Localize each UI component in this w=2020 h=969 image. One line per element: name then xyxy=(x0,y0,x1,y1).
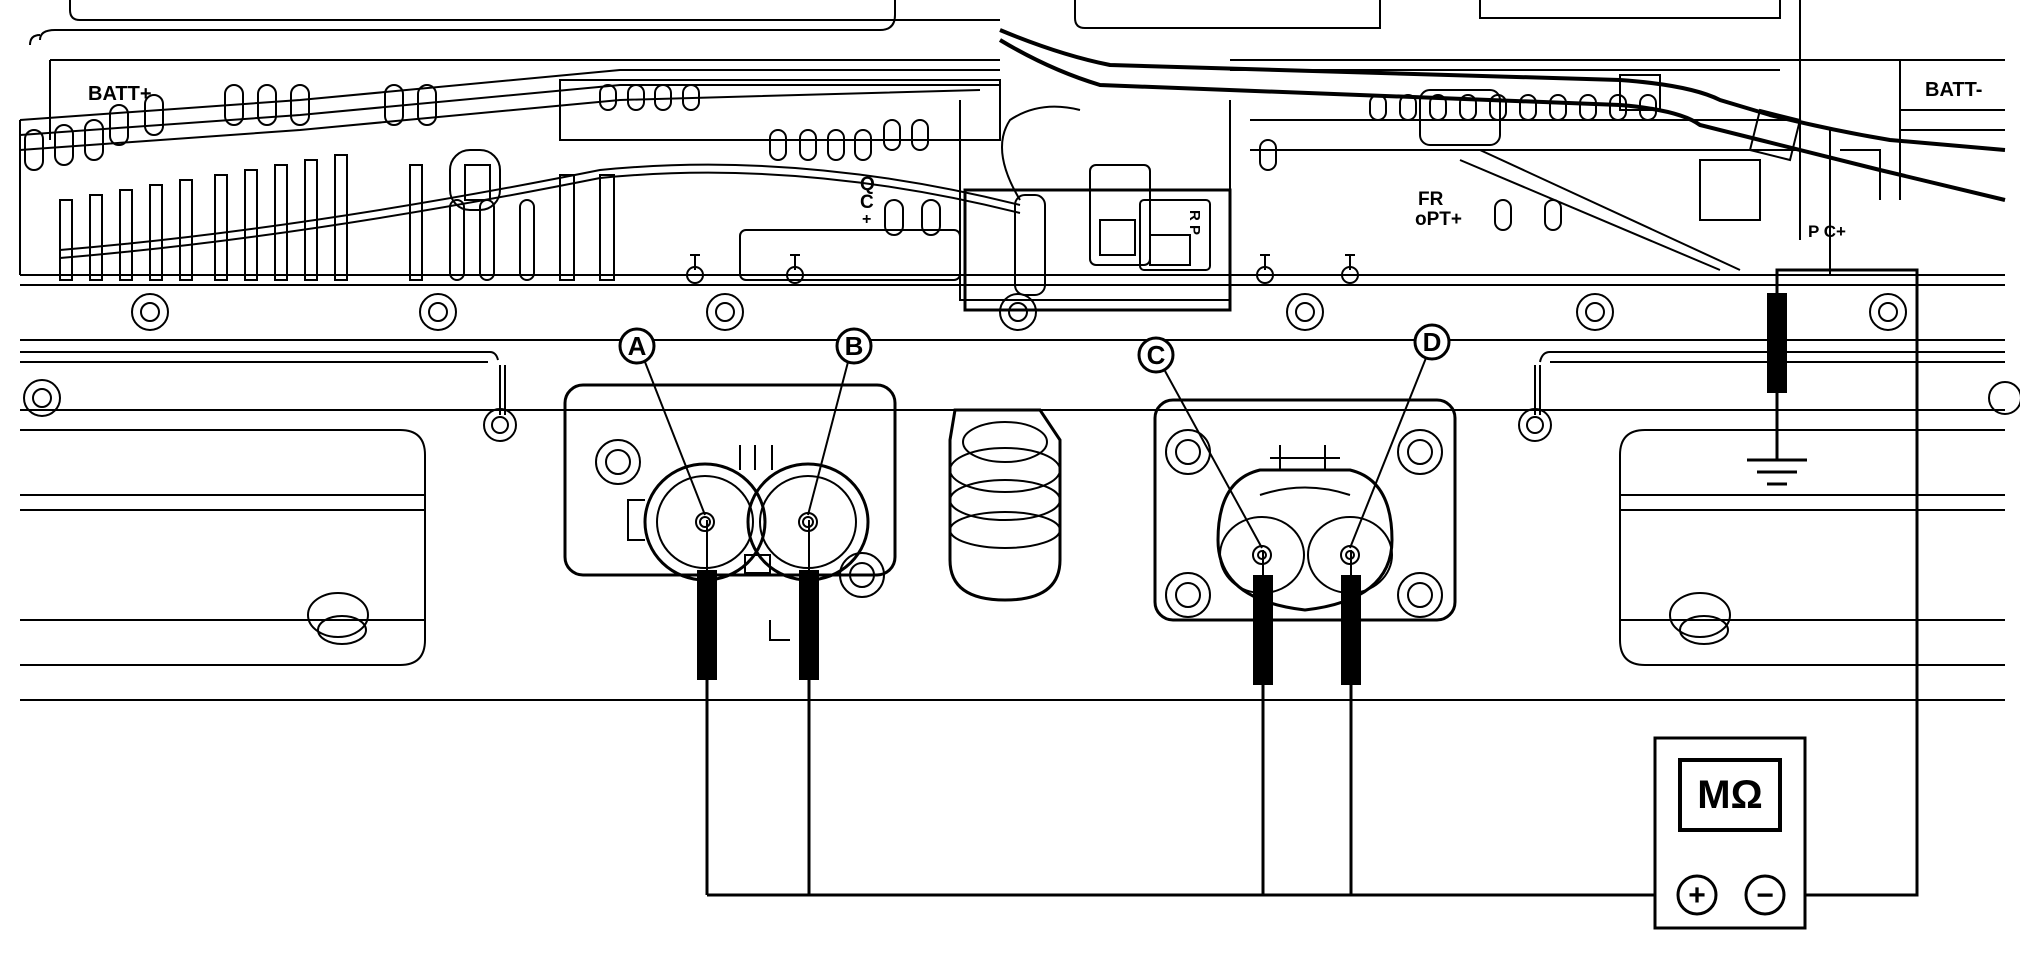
opt-label: oPT+ xyxy=(1415,209,1462,230)
plus-terminal xyxy=(1676,874,1718,916)
probe-c xyxy=(1253,575,1273,685)
probe-a xyxy=(697,570,717,680)
meter-display xyxy=(1678,758,1782,832)
megohmmeter: MΩ + − xyxy=(1653,736,1807,930)
svg-text:B: B xyxy=(845,331,864,361)
callout-c: C xyxy=(1137,336,1263,549)
slot-holes-left xyxy=(24,84,1657,281)
batt-minus-label: BATT- xyxy=(1925,79,1982,101)
washer-bolts xyxy=(23,293,2020,442)
callout-a: A xyxy=(618,327,706,516)
plus-terminal-symbol: + xyxy=(1688,879,1706,912)
minus-terminal xyxy=(1744,874,1786,916)
minus-terminal-symbol: − xyxy=(1756,879,1774,912)
qc-c-label: C xyxy=(860,192,874,213)
small-bolts xyxy=(686,254,1359,284)
pc-label: P C+ xyxy=(1808,222,1846,241)
callout-b: B xyxy=(807,327,873,516)
callouts: A B C D xyxy=(618,323,1451,549)
svg-text:C: C xyxy=(1147,340,1166,370)
test-wiring xyxy=(705,268,1919,897)
wire-harness xyxy=(59,28,2006,312)
svg-text:D: D xyxy=(1423,327,1442,357)
qc-plus-label: + xyxy=(862,211,871,228)
svg-text:A: A xyxy=(628,331,647,361)
fr-label: FR xyxy=(1418,189,1444,210)
test-probes xyxy=(697,293,1787,685)
probe-ground xyxy=(1767,293,1787,393)
probe-b xyxy=(799,570,819,680)
qc-q-label: Q xyxy=(860,174,875,195)
connector-left xyxy=(563,383,897,641)
probe-d xyxy=(1341,575,1361,685)
rp-label: R P xyxy=(1186,210,1203,235)
side-panels xyxy=(20,429,2005,666)
meter-display-text: MΩ xyxy=(1697,773,1762,817)
top-housing xyxy=(19,0,2005,301)
batt-plus-label: BATT+ xyxy=(88,83,152,105)
callout-d: D xyxy=(1349,323,1451,549)
round-cap xyxy=(948,408,1062,602)
